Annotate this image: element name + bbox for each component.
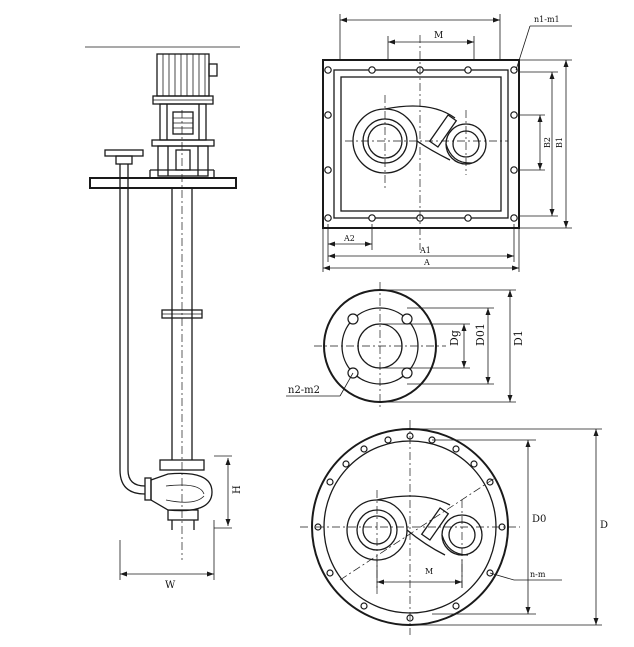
cover-diameter-dimensions: D0 D	[410, 428, 608, 626]
m-top-dimension: M	[339, 14, 501, 60]
flange-view: Dg D01 D1 n2-m2	[286, 282, 525, 410]
label-d: D	[600, 520, 608, 531]
b-dimensions: B1 B2	[519, 59, 572, 229]
label-w: W	[165, 580, 176, 591]
discharge-pipe	[104, 149, 152, 501]
label-d01: D01	[474, 323, 487, 346]
n1-m1-leader: n1-m1	[515, 15, 572, 71]
round-cover-view: M n-m D0 D	[300, 420, 608, 635]
label-a2: A2	[343, 234, 355, 243]
label-a: A	[423, 258, 430, 267]
label-h: H	[232, 485, 243, 494]
n2-m2-leader: n2-m2	[286, 372, 354, 397]
w-dimension: W	[119, 520, 215, 591]
label-m-top: M	[434, 31, 443, 41]
label-d0: D0	[532, 514, 546, 525]
label-n2-m2: n2-m2	[288, 385, 320, 396]
m-bottom-dimension: M	[376, 560, 463, 588]
label-n-m: n-m	[530, 570, 546, 579]
plate-plan-view: M n1-m1 B1 B2	[322, 14, 572, 272]
label-n1-m1: n1-m1	[534, 15, 560, 24]
cover-bolt-holes	[314, 432, 506, 622]
label-a1: A1	[419, 246, 431, 255]
label-b2: B2	[543, 137, 552, 148]
plate-bolt-holes	[324, 66, 518, 222]
label-dg: Dg	[448, 330, 461, 346]
pump-casing	[150, 455, 232, 530]
label-m-bottom: M	[425, 567, 433, 576]
h-dimension: H	[225, 458, 243, 526]
a-dimensions: A2 A1 A	[322, 224, 520, 272]
motor	[152, 53, 218, 105]
base-plate	[89, 169, 237, 189]
coupling-bracket	[151, 103, 215, 177]
flange-dimensions: Dg D01 D1	[380, 289, 525, 403]
label-d1: D1	[512, 330, 525, 346]
n-m-leader: n-m	[489, 570, 562, 581]
label-b1: B1	[555, 137, 564, 148]
pump-elevation-view: H W	[85, 46, 243, 591]
